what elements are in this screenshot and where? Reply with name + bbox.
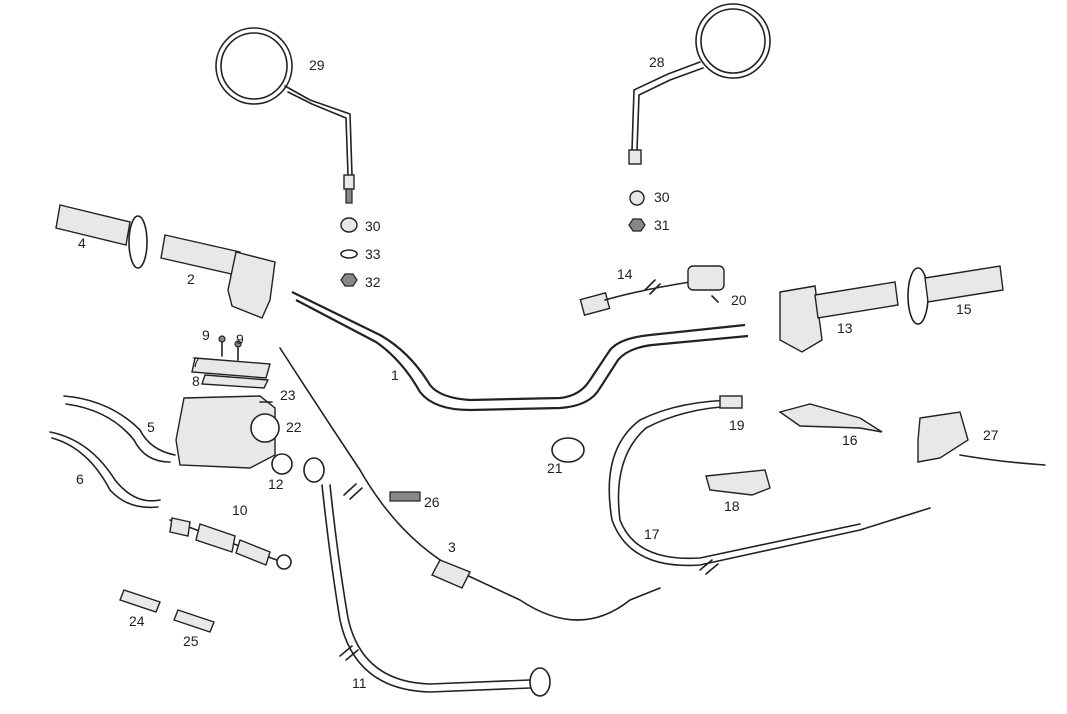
- label-part-20: 20: [731, 292, 747, 308]
- label-part-21: 21: [547, 460, 563, 476]
- label-part-18: 18: [724, 498, 740, 514]
- label-part-10: 10: [232, 502, 248, 518]
- left-mirror: [215, 27, 355, 204]
- label-part-27: 27: [983, 427, 999, 443]
- label-part-24: 24: [129, 613, 145, 629]
- label-part-32: 32: [365, 274, 381, 290]
- clutch-cable: [608, 399, 931, 567]
- handlebar: [291, 291, 749, 412]
- label-part-33: 33: [365, 246, 381, 262]
- left-grip-end: [55, 204, 148, 269]
- label-part-9-left: 9: [202, 327, 210, 343]
- label-part-15: 15: [956, 301, 972, 317]
- label-part-12: 12: [268, 476, 284, 492]
- right-grip: [907, 265, 1004, 325]
- label-part-2: 2: [187, 271, 195, 287]
- label-part-1: 1: [391, 367, 399, 383]
- left-mirror-hardware: [340, 217, 358, 287]
- label-part-26: 26: [424, 494, 440, 510]
- right-mirror: [628, 3, 771, 165]
- switch-assembly: [579, 265, 725, 316]
- cable-break-marks: [339, 279, 719, 661]
- front-brake-master-cylinder: [49, 357, 293, 509]
- label-part-17: 17: [644, 526, 660, 542]
- label-part-8: 8: [192, 373, 200, 389]
- label-part-3: 3: [448, 539, 456, 555]
- label-part-30-right: 30: [654, 189, 670, 205]
- label-part-28: 28: [649, 54, 665, 70]
- right-levers: [389, 395, 1046, 502]
- label-part-19: 19: [729, 417, 745, 433]
- right-switch-housing: [779, 281, 899, 353]
- right-mirror-hardware: [628, 190, 646, 232]
- label-part-23: 23: [280, 387, 296, 403]
- label-part-30-left: 30: [365, 218, 381, 234]
- label-part-9-right: 9: [236, 331, 244, 347]
- label-part-25: 25: [183, 633, 199, 649]
- label-part-16: 16: [842, 432, 858, 448]
- label-part-5: 5: [147, 419, 155, 435]
- label-part-7: 7: [192, 354, 200, 370]
- label-part-13: 13: [837, 320, 853, 336]
- label-part-22: 22: [286, 419, 302, 435]
- throttle-cable: [279, 347, 661, 621]
- label-part-11: 11: [352, 675, 367, 691]
- label-part-31: 31: [654, 217, 670, 233]
- label-part-14: 14: [617, 266, 633, 282]
- screws: [218, 295, 719, 403]
- label-part-4: 4: [78, 235, 86, 251]
- small-parts-lower-left: [119, 589, 215, 633]
- label-part-6: 6: [76, 471, 84, 487]
- brake-hose: [303, 457, 551, 697]
- label-part-29: 29: [309, 57, 325, 73]
- throttle-grip: [160, 234, 276, 319]
- spring-kit: [169, 517, 292, 570]
